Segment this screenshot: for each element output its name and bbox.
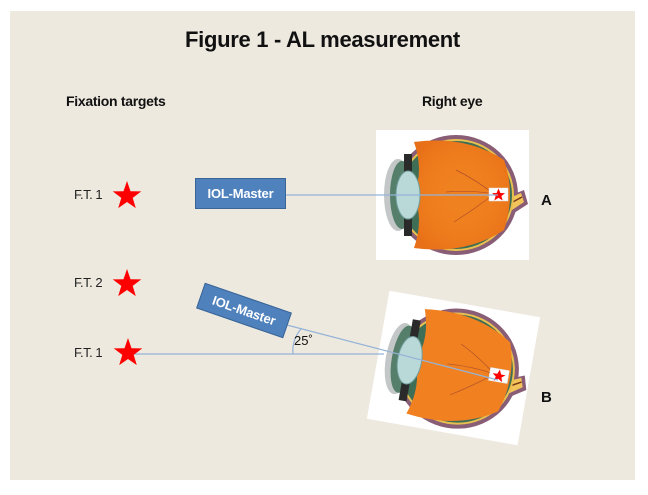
eye-label-a: A (541, 192, 552, 209)
fixation-targets-heading: Fixation targets (66, 93, 166, 109)
eye-cross-section-icon (384, 308, 527, 429)
fixation-target-label: F.T. 2 (74, 275, 103, 290)
fixation-target-label: F.T. 1 (74, 187, 103, 202)
measurement-line-b (282, 323, 499, 381)
red-star-icon (113, 338, 143, 366)
slide-background (10, 11, 635, 480)
figure-title: Figure 1 - AL measurement (185, 27, 460, 52)
red-star-icon (112, 269, 142, 297)
eye-label-b: B (541, 389, 552, 406)
red-star-icon (112, 181, 142, 209)
iol-master-device-a: IOL-Master (195, 178, 286, 209)
fixation-target-label: F.T. 1 (74, 345, 103, 360)
angle-label: 25˚ (294, 333, 313, 348)
right-eye-heading: Right eye (422, 93, 483, 109)
eye-diagram-b (366, 290, 541, 446)
angle-arc (292, 328, 302, 355)
